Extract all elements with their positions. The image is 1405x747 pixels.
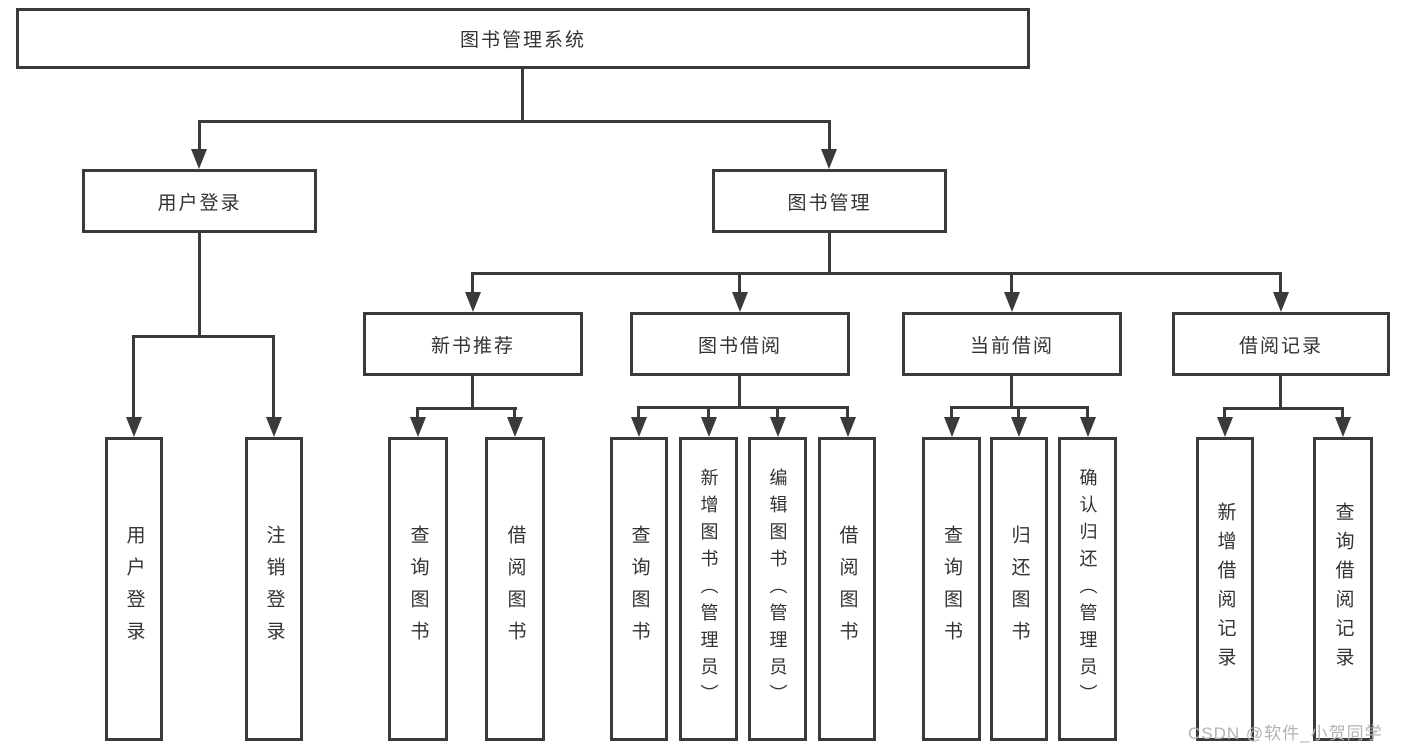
arrow-down-icon bbox=[410, 417, 426, 437]
node-user-login-label: 用户登录 bbox=[157, 192, 242, 214]
node-leaf-user-login: 用户登录 bbox=[105, 437, 163, 741]
node-root: 图书管理系统 bbox=[16, 8, 1030, 69]
node-leaf-user-login-label: 用户登录 bbox=[123, 525, 145, 653]
arrow-down-icon bbox=[631, 417, 647, 437]
node-leaf-query-book-2-label: 查询图书 bbox=[628, 525, 650, 653]
connector-sec3-leaf3-drop bbox=[1086, 406, 1089, 417]
node-leaf-logout: 注销登录 bbox=[245, 437, 303, 741]
arrow-down-icon bbox=[1217, 417, 1233, 437]
connector-sec1-leaf2-drop bbox=[513, 407, 516, 417]
node-leaf-query-book-1: 查询图书 bbox=[388, 437, 448, 741]
connector-root-split bbox=[198, 120, 831, 123]
arrow-down-icon bbox=[840, 417, 856, 437]
node-book-mgmt-label: 图书管理 bbox=[787, 192, 872, 214]
connector-sec2-split bbox=[637, 406, 849, 409]
connector-sec3-leaf2-drop bbox=[1017, 406, 1020, 417]
connector-sec4-leaf2-drop bbox=[1341, 407, 1344, 417]
connector-sec2-leaf4-drop bbox=[846, 406, 849, 417]
connector-sec1-split bbox=[416, 407, 517, 410]
node-leaf-add-borrow-record-label: 新增借阅记录 bbox=[1214, 502, 1236, 676]
node-new-book-recommend-label: 新书推荐 bbox=[430, 335, 515, 357]
connector-sec4-stem bbox=[1279, 376, 1282, 407]
node-leaf-query-borrow-record-label: 查询借阅记录 bbox=[1332, 502, 1354, 676]
connector-root-stem bbox=[521, 69, 524, 120]
arrow-down-icon bbox=[266, 417, 282, 437]
node-leaf-edit-book-admin-label: 编辑图书（管理员） bbox=[767, 467, 788, 711]
node-leaf-return-book: 归还图书 bbox=[990, 437, 1048, 741]
connector-sec2-leaf2-drop bbox=[707, 406, 710, 417]
arrow-down-icon bbox=[1080, 417, 1096, 437]
node-leaf-query-book-3: 查询图书 bbox=[922, 437, 981, 741]
arrow-down-icon bbox=[732, 292, 748, 312]
node-new-book-recommend: 新书推荐 bbox=[363, 312, 583, 376]
connector-current-drop bbox=[1010, 272, 1013, 292]
node-leaf-confirm-return-admin-label: 确认归还（管理员） bbox=[1077, 467, 1098, 711]
connector-new-book-drop bbox=[471, 272, 474, 292]
node-user-login: 用户登录 bbox=[82, 169, 317, 233]
arrow-down-icon bbox=[1011, 417, 1027, 437]
connector-borrow-drop bbox=[738, 272, 741, 292]
connector-sec2-stem bbox=[738, 376, 741, 406]
arrow-down-icon bbox=[507, 417, 523, 437]
arrow-down-icon bbox=[1273, 292, 1289, 312]
csdn-watermark: CSDN @软件_小贺同学 bbox=[1188, 724, 1383, 743]
connector-book-mgmt-drop bbox=[828, 120, 831, 149]
node-leaf-add-book-admin: 新增图书（管理员） bbox=[679, 437, 738, 741]
connector-user-login-drop bbox=[198, 120, 201, 149]
node-leaf-return-book-label: 归还图书 bbox=[1008, 525, 1030, 653]
connector-sec1-stem bbox=[471, 376, 474, 407]
node-root-label: 图书管理系统 bbox=[459, 30, 586, 51]
node-leaf-add-borrow-record: 新增借阅记录 bbox=[1196, 437, 1254, 741]
arrow-down-icon bbox=[191, 149, 207, 169]
node-book-borrow: 图书借阅 bbox=[630, 312, 850, 376]
arrow-down-icon bbox=[770, 417, 786, 437]
node-borrow-record-label: 借阅记录 bbox=[1238, 335, 1323, 357]
node-current-borrow: 当前借阅 bbox=[902, 312, 1122, 376]
arrow-down-icon bbox=[126, 417, 142, 437]
node-leaf-borrow-book-1: 借阅图书 bbox=[485, 437, 545, 741]
connector-login-leaf2-drop bbox=[272, 335, 275, 417]
connector-book-mgmt-stem bbox=[828, 233, 831, 272]
node-borrow-record: 借阅记录 bbox=[1172, 312, 1390, 376]
connector-book-mgmt-split bbox=[471, 272, 1282, 275]
arrow-down-icon bbox=[821, 149, 837, 169]
connector-user-login-split bbox=[132, 335, 275, 338]
node-leaf-query-book-3-label: 查询图书 bbox=[941, 525, 962, 653]
connector-record-drop bbox=[1279, 272, 1282, 292]
node-leaf-confirm-return-admin: 确认归还（管理员） bbox=[1058, 437, 1117, 741]
arrow-down-icon bbox=[944, 417, 960, 437]
connector-sec2-leaf1-drop bbox=[637, 406, 640, 417]
connector-sec3-leaf1-drop bbox=[950, 406, 953, 417]
connector-user-login-stem bbox=[198, 233, 201, 335]
connector-login-leaf1-drop bbox=[132, 335, 135, 417]
node-leaf-edit-book-admin: 编辑图书（管理员） bbox=[748, 437, 807, 741]
arrow-down-icon bbox=[1335, 417, 1351, 437]
node-book-borrow-label: 图书借阅 bbox=[697, 335, 782, 357]
connector-sec1-leaf1-drop bbox=[416, 407, 419, 417]
node-leaf-query-book-2: 查询图书 bbox=[610, 437, 668, 741]
arrow-down-icon bbox=[465, 292, 481, 312]
connector-sec3-stem bbox=[1010, 376, 1013, 406]
arrow-down-icon bbox=[701, 417, 717, 437]
arrow-down-icon bbox=[1004, 292, 1020, 312]
node-leaf-borrow-book-2-label: 借阅图书 bbox=[836, 525, 858, 653]
node-leaf-borrow-book-1-label: 借阅图书 bbox=[504, 525, 526, 653]
node-current-borrow-label: 当前借阅 bbox=[969, 335, 1054, 357]
connector-sec4-split bbox=[1223, 407, 1344, 410]
node-book-mgmt: 图书管理 bbox=[712, 169, 947, 233]
connector-sec4-leaf1-drop bbox=[1223, 407, 1226, 417]
node-leaf-query-book-1-label: 查询图书 bbox=[407, 525, 429, 653]
connector-sec2-leaf3-drop bbox=[776, 406, 779, 417]
node-leaf-borrow-book-2: 借阅图书 bbox=[818, 437, 876, 741]
node-leaf-logout-label: 注销登录 bbox=[263, 525, 285, 653]
node-leaf-add-book-admin-label: 新增图书（管理员） bbox=[698, 467, 719, 711]
node-leaf-query-borrow-record: 查询借阅记录 bbox=[1313, 437, 1373, 741]
